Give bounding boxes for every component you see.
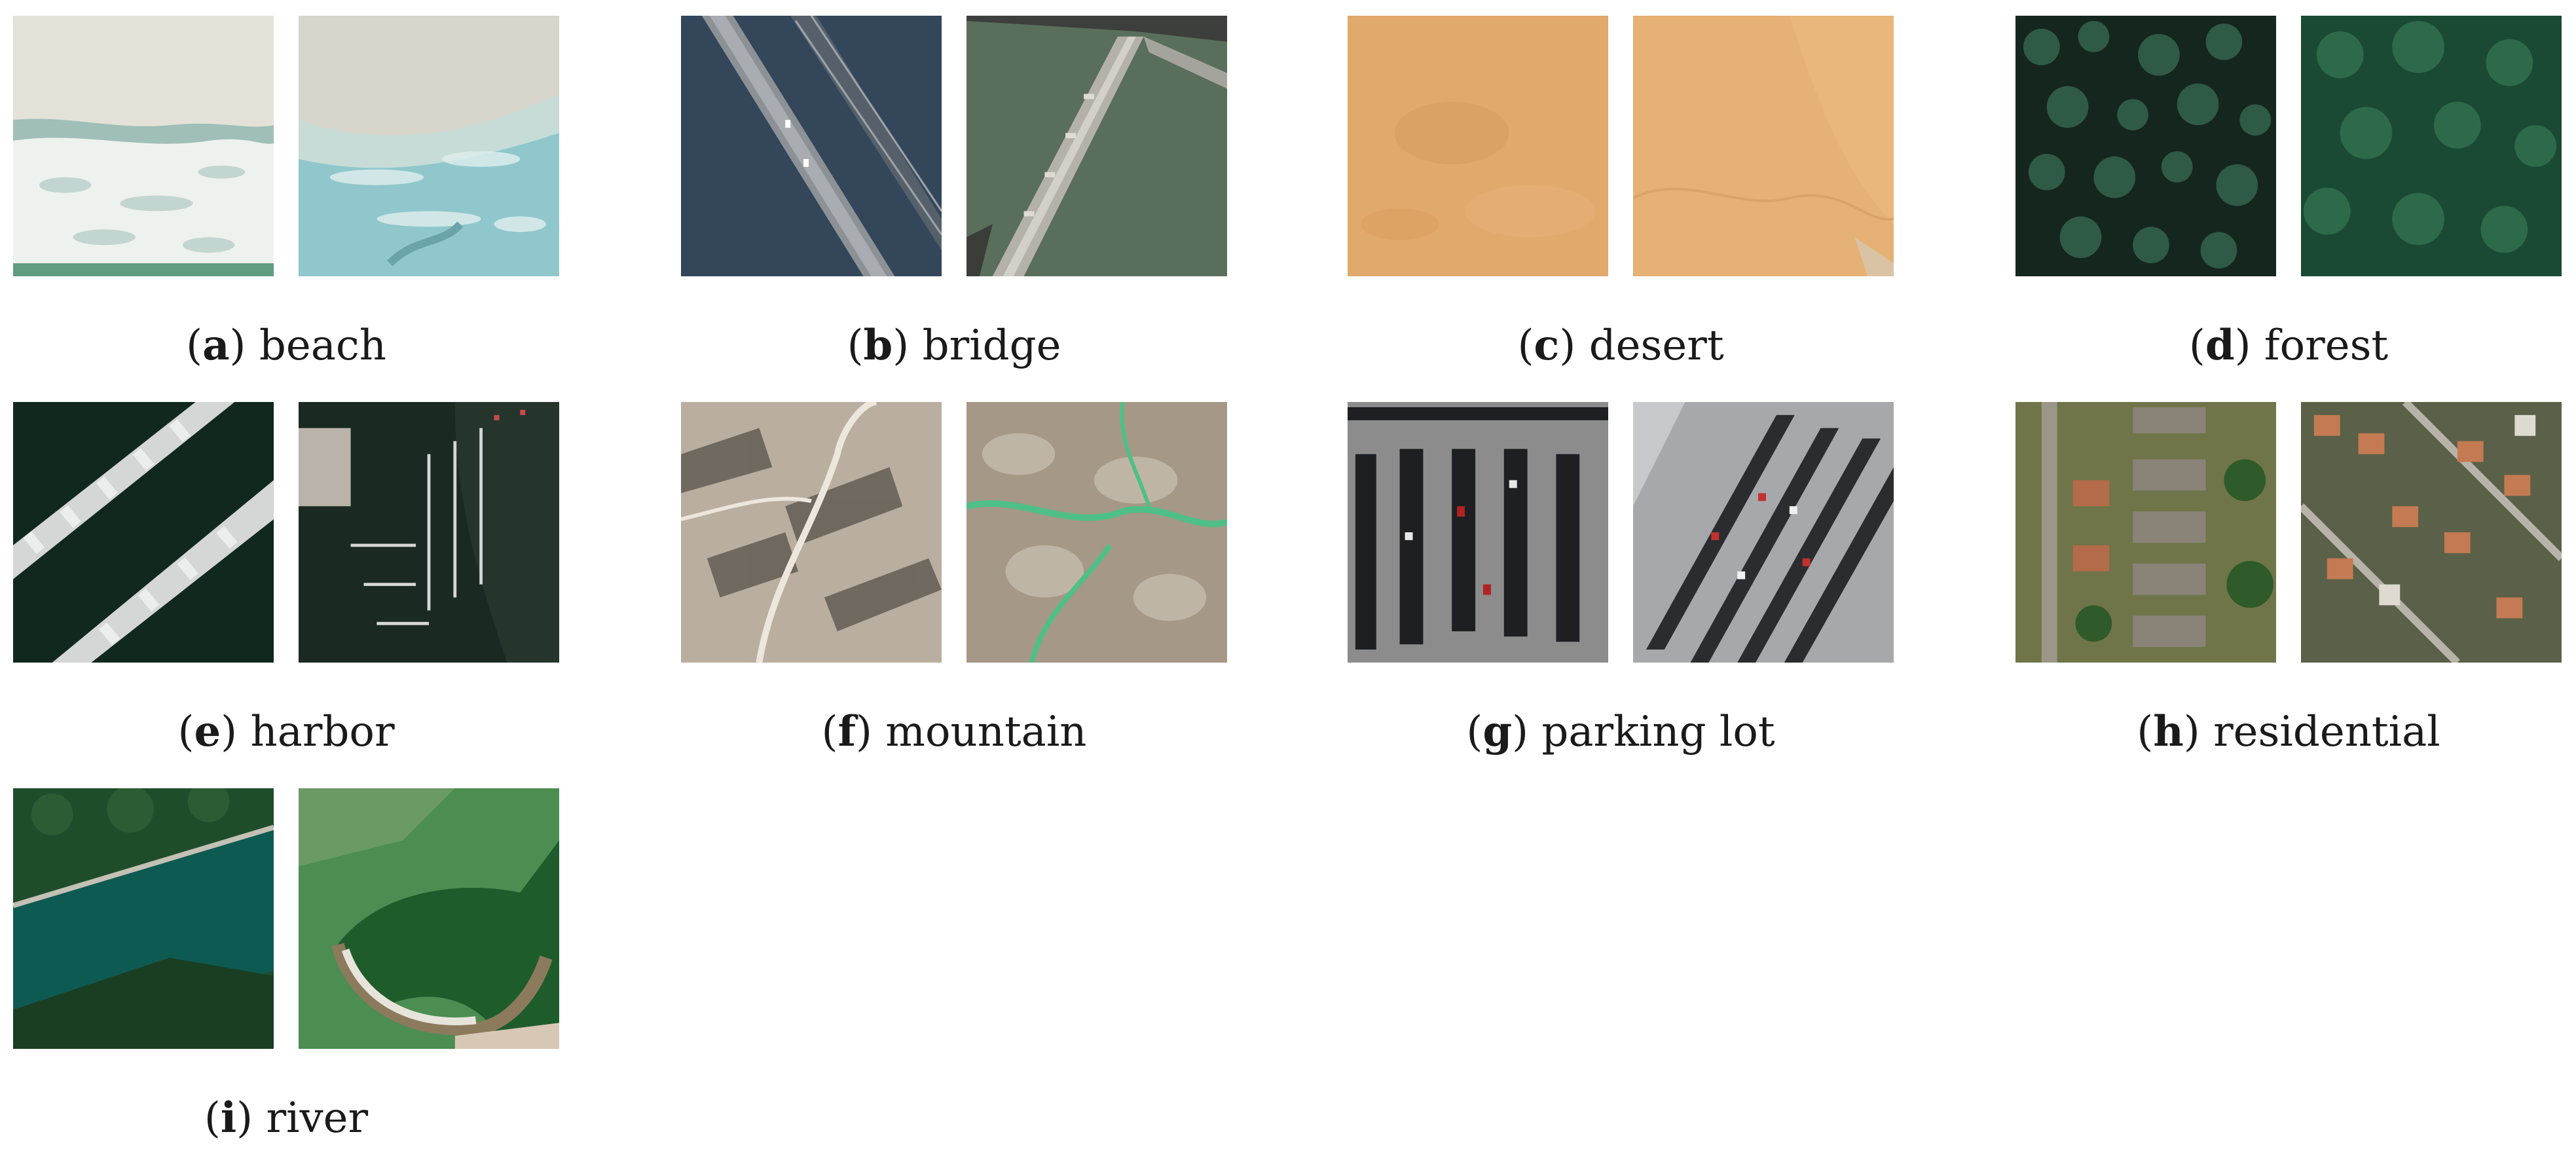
- beach-image-2: [299, 16, 559, 276]
- desert-image-2: [1633, 16, 1894, 276]
- mountain-image-1: [681, 402, 942, 663]
- beach-image-1: [13, 16, 274, 276]
- residential-image-2: [2301, 402, 2562, 663]
- panel-forest: (d) forest: [2015, 16, 2562, 367]
- caption-bridge: (b) bridge: [847, 321, 1061, 370]
- bridge-image-1: [681, 16, 942, 276]
- parking-lot-image-1: [1348, 402, 1608, 663]
- river-image-2: [299, 788, 559, 1049]
- panel-river: (i) river: [13, 788, 559, 1139]
- river-image-1: [13, 788, 274, 1049]
- caption-desert: (c) desert: [1517, 321, 1724, 370]
- panel-beach: (a) beach: [13, 16, 559, 367]
- panel-residential: (h) residential: [2015, 402, 2562, 753]
- mountain-image-2: [966, 402, 1227, 663]
- panel-bridge: (b) bridge: [681, 16, 1227, 367]
- caption-residential: (h) residential: [2137, 707, 2440, 756]
- caption-mountain: (f) mountain: [821, 707, 1087, 756]
- forest-image-1: [2015, 16, 2276, 276]
- forest-image-2: [2301, 16, 2562, 276]
- panel-desert: (c) desert: [1348, 16, 1894, 367]
- caption-harbor: (e) harbor: [177, 707, 395, 756]
- desert-image-1: [1348, 16, 1608, 276]
- harbor-image-2: [299, 402, 559, 663]
- panel-harbor: (e) harbor: [13, 402, 559, 753]
- parking-lot-image-2: [1633, 402, 1894, 663]
- caption-parking-lot: (g) parking lot: [1466, 707, 1775, 756]
- harbor-image-1: [13, 402, 274, 663]
- caption-forest: (d) forest: [2188, 321, 2389, 370]
- panel-parking-lot: (g) parking lot: [1348, 402, 1894, 753]
- caption-beach: (a) beach: [186, 321, 386, 370]
- residential-image-1: [2015, 402, 2276, 663]
- bridge-image-2: [966, 16, 1227, 276]
- caption-river: (i) river: [204, 1093, 369, 1142]
- panel-mountain: (f) mountain: [681, 402, 1227, 753]
